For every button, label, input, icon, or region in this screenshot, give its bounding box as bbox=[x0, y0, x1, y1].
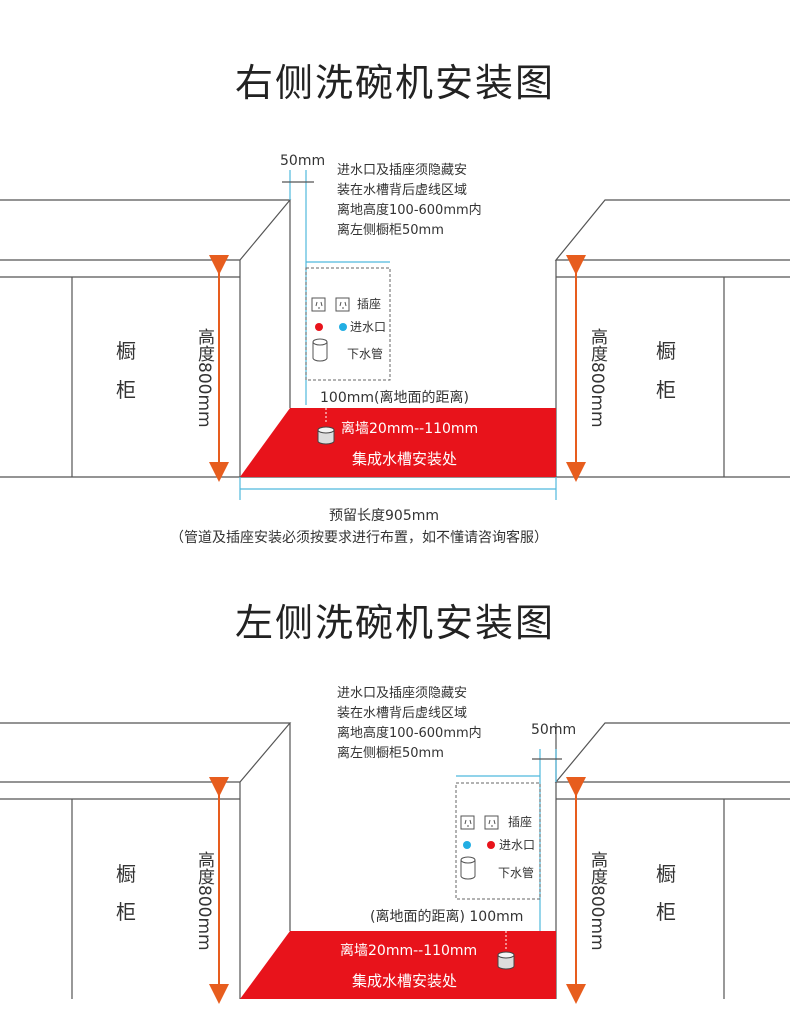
note-line-4: 离左侧橱柜50mm bbox=[337, 745, 444, 761]
height-label-right: 高度800mm bbox=[587, 851, 608, 951]
hot-water-dot-icon bbox=[315, 323, 323, 331]
wall-distance-label: 离墙20mm--110mm bbox=[340, 942, 477, 959]
cabinet-right-char-2: 柜 bbox=[656, 378, 676, 402]
sink-drain-icon bbox=[497, 951, 515, 970]
note-line-2: 装在水槽背后虚线区域 bbox=[337, 706, 467, 721]
gap-label: 50mm bbox=[280, 153, 325, 169]
gap-label: 50mm bbox=[531, 722, 576, 738]
drain-pipe-icon bbox=[312, 338, 328, 362]
height-label-left: 高度800mm bbox=[194, 851, 215, 951]
note-line-1: 进水口及插座须隐藏安 bbox=[337, 163, 467, 178]
note-line-4: 离左侧橱柜50mm bbox=[337, 222, 444, 238]
drain-label: 下水管 bbox=[347, 346, 383, 361]
socket-icon bbox=[311, 297, 350, 312]
cabinet-left-drawing bbox=[0, 722, 292, 999]
note-line-3: 离地高度100-600mm内 bbox=[337, 725, 482, 741]
note-line-1: 进水口及插座须隐藏安 bbox=[337, 686, 467, 701]
height-label-right: 高度800mm bbox=[587, 328, 608, 428]
socket-label: 插座 bbox=[357, 296, 381, 311]
length-label: 预留长度905mm bbox=[329, 508, 439, 524]
drain-label: 下水管 bbox=[498, 865, 534, 880]
dashed-install-zone bbox=[305, 267, 391, 381]
cabinet-left-char-1: 橱 bbox=[116, 862, 136, 886]
footnote: （管道及插座安装必须按要求进行布置，如不懂请咨询客服） bbox=[170, 529, 548, 546]
length-dimension bbox=[239, 477, 557, 500]
inlet-label: 进水口 bbox=[350, 320, 386, 334]
cabinet-left-char-1: 橱 bbox=[116, 339, 136, 363]
floor-distance-label: 100mm(离地面的距离) bbox=[320, 389, 469, 406]
title-left-install: 左侧洗碗机安装图 bbox=[234, 601, 555, 645]
diagram-right-install: 50mm 进水口及插座须隐藏安 装在水槽背后虚线区域 离地高度100-600mm… bbox=[0, 153, 790, 546]
sink-install-area bbox=[240, 931, 556, 999]
height-label-left: 高度800mm bbox=[194, 328, 215, 428]
sink-label: 集成水槽安装处 bbox=[352, 972, 457, 990]
title-right-install: 右侧洗碗机安装图 bbox=[234, 61, 555, 105]
cold-water-dot-icon bbox=[339, 323, 347, 331]
socket-label: 插座 bbox=[508, 814, 532, 829]
cabinet-left-drawing bbox=[0, 199, 790, 478]
drain-pipe-icon bbox=[460, 856, 476, 880]
diagram-left-install: 50mm 进水口及插座须隐藏安 装在水槽背后虚线区域 离地高度100-600mm… bbox=[0, 686, 790, 1004]
note-line-2: 装在水槽背后虚线区域 bbox=[337, 183, 467, 198]
cabinet-left-char-2: 柜 bbox=[116, 900, 136, 924]
note-line-3: 离地高度100-600mm内 bbox=[337, 202, 482, 218]
hot-water-dot-icon bbox=[487, 841, 495, 849]
cold-water-dot-icon bbox=[463, 841, 471, 849]
sink-install-area bbox=[240, 408, 556, 477]
wall-distance-label: 离墙20mm--110mm bbox=[341, 420, 478, 437]
cabinet-right-char-1: 橱 bbox=[656, 339, 676, 363]
sink-drain-icon bbox=[317, 426, 335, 445]
sink-label: 集成水槽安装处 bbox=[352, 450, 457, 468]
cabinet-right-char-1: 橱 bbox=[656, 862, 676, 886]
cabinet-right-char-2: 柜 bbox=[656, 900, 676, 924]
dashed-install-zone bbox=[455, 782, 541, 900]
floor-distance-label: (离地面的距离) 100mm bbox=[370, 908, 523, 925]
inlet-label: 进水口 bbox=[499, 838, 535, 852]
socket-icon bbox=[460, 815, 499, 830]
cabinet-left-char-2: 柜 bbox=[116, 378, 136, 402]
